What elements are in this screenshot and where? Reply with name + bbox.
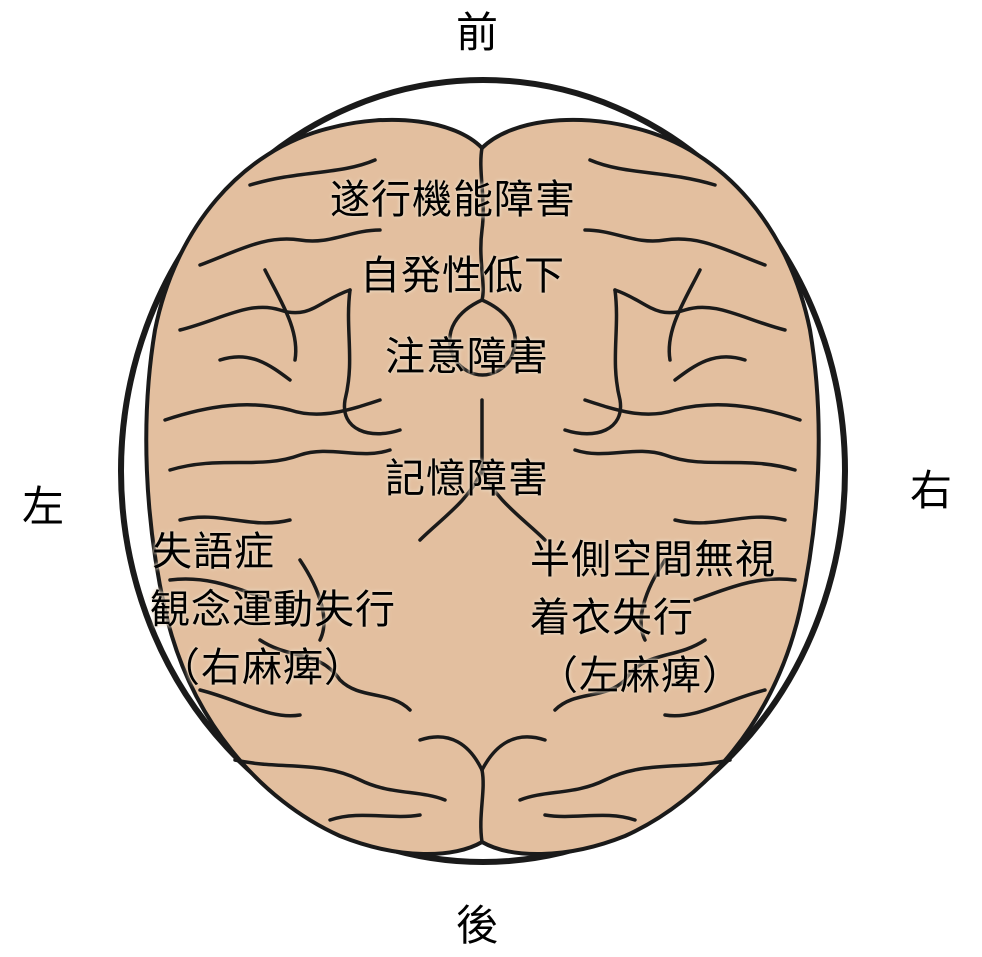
direction-front-label: 前 [456, 8, 499, 57]
memory-disorder-label: 記憶障害 [385, 456, 549, 502]
executive-dysfunction-label: 遂行機能障害 [330, 177, 576, 223]
sulci [163, 146, 802, 844]
hemispatial-neglect-label: 半側空間無視 [530, 537, 776, 583]
right-hemiplegia-label: （右麻痺） [160, 645, 365, 691]
reduced-spontaneity-label: 自発性低下 [360, 253, 565, 299]
dressing-apraxia-label: 着衣失行 [530, 595, 694, 641]
aphasia-label: 失語症 [152, 529, 275, 575]
direction-left-label: 左 [22, 482, 65, 531]
direction-back-label: 後 [456, 901, 499, 950]
left-hemiplegia-label: （左麻痺） [538, 653, 743, 699]
ideomotor-apraxia-label: 観念運動失行 [150, 587, 396, 633]
direction-right-label: 右 [910, 466, 953, 515]
attention-disorder-label: 注意障害 [385, 334, 549, 380]
